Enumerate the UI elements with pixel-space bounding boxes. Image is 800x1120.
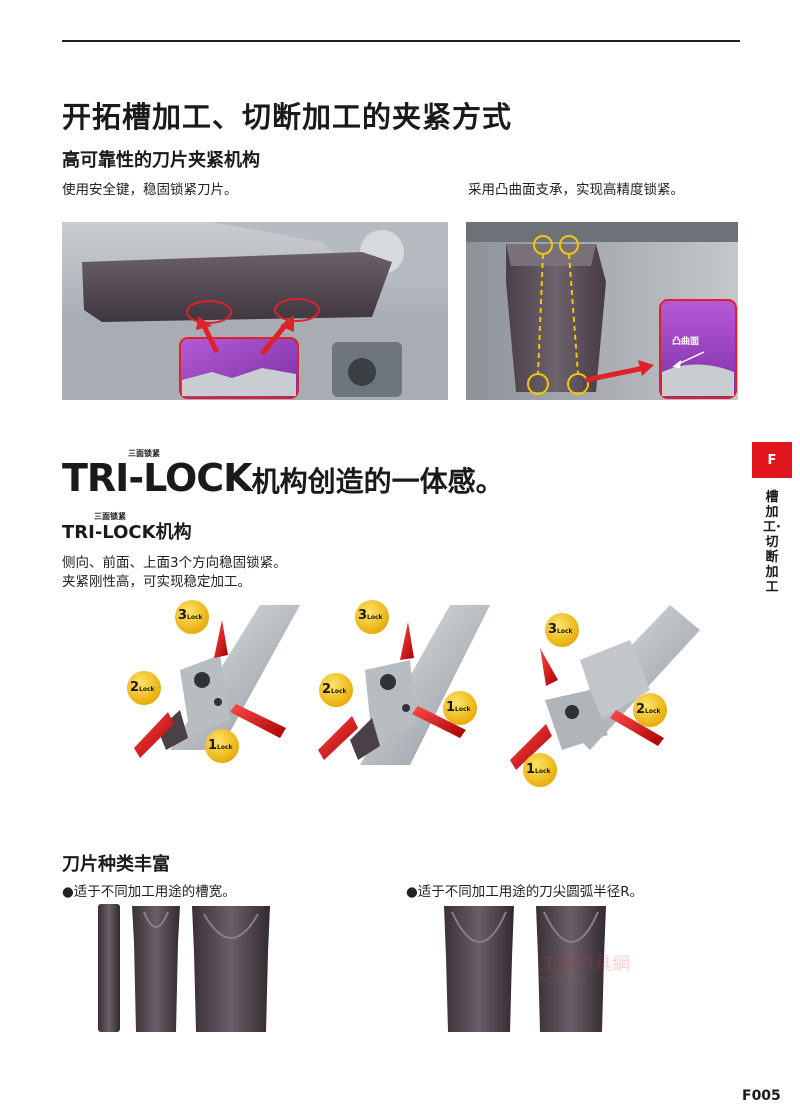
lock-label-3-b: 3Lock — [358, 608, 383, 623]
lock-badge-3-c — [545, 613, 579, 647]
lock-badge-3-a — [175, 600, 209, 634]
lock-badge-1-c — [523, 753, 557, 787]
safety-key-photo — [62, 222, 448, 400]
lock-label-1-b: 1Lock — [446, 700, 471, 715]
tri-lock-title: TRI-LOCK机构创造的一体感。 — [62, 456, 504, 500]
convex-label: 凸曲面 — [672, 337, 700, 347]
tri-lock-tool-2 — [318, 605, 490, 765]
lock-label-3-a: 3Lock — [178, 608, 203, 623]
lock-badge-2-b — [319, 673, 353, 707]
page-number: F005 — [742, 1088, 781, 1104]
tri-lock-subtitle: TRI-LOCK机构 — [62, 522, 192, 543]
watermark-small: GLJJW.COM — [540, 976, 588, 984]
tri-lock-ruby: 三面锁紧 — [128, 449, 160, 458]
lock-badge-3-b — [355, 600, 389, 634]
groove-width-blades — [98, 904, 270, 1032]
lock-badge-2-a — [127, 671, 161, 705]
lock-label-1-a: 1Lock — [208, 738, 233, 753]
tri-lock-title-rest: 机构创造的一体感。 — [251, 465, 504, 498]
lock-badge-1-a — [205, 729, 239, 763]
section-tab-f[interactable]: F — [752, 442, 792, 478]
tri-lock-sub-ruby: 三面锁紧 — [94, 512, 126, 521]
lock-label-2-c: 2Lock — [636, 702, 661, 717]
caption-left: 使用安全键，稳固锁紧刀片。 — [62, 182, 238, 198]
watermark: 工量刃具網 GLJJW.COM — [540, 950, 630, 984]
corner-radius-blades — [444, 906, 606, 1032]
tri-lock-tool-3 — [510, 605, 700, 770]
lock-label-1-c: 1Lock — [526, 762, 551, 777]
tri-lock-tool-1 — [134, 605, 300, 758]
convex-support-photo: 凸曲面 — [466, 222, 738, 400]
tri-lock-title-latin: TRI-LOCK — [62, 456, 253, 500]
tri-lock-illustrations — [127, 600, 700, 787]
blades-bullet-right: ●适于不同加工用途的刀尖圆弧半径R。 — [406, 884, 644, 900]
section-subtitle: 高可靠性的刀片夹紧机构 — [62, 150, 260, 171]
lock-label-2-b: 2Lock — [322, 682, 347, 697]
page-title: 开拓槽加工、切断加工的夹紧方式 — [62, 100, 513, 134]
caption-right: 采用凸曲面支承，实现高精度锁紧。 — [468, 182, 684, 198]
lock-label-2-a: 2Lock — [130, 680, 155, 695]
lock-badge-2-c — [633, 693, 667, 727]
tri-lock-desc-line1: 侧向、前面、上面3个方向稳固锁紧。 — [62, 555, 287, 571]
blades-bullet-left: ●适于不同加工用途的槽宽。 — [62, 884, 236, 900]
lock-badge-1-b — [443, 691, 477, 725]
top-rule — [62, 40, 740, 42]
blades-heading: 刀片种类丰富 — [62, 854, 170, 875]
watermark-text: 工量刃具網 — [540, 954, 630, 975]
section-tab-label: 槽加工·切断加工 — [763, 490, 781, 595]
tri-lock-desc-line2: 夹紧刚性高，可实现稳定加工。 — [62, 574, 251, 590]
lock-label-3-c: 3Lock — [548, 622, 573, 637]
